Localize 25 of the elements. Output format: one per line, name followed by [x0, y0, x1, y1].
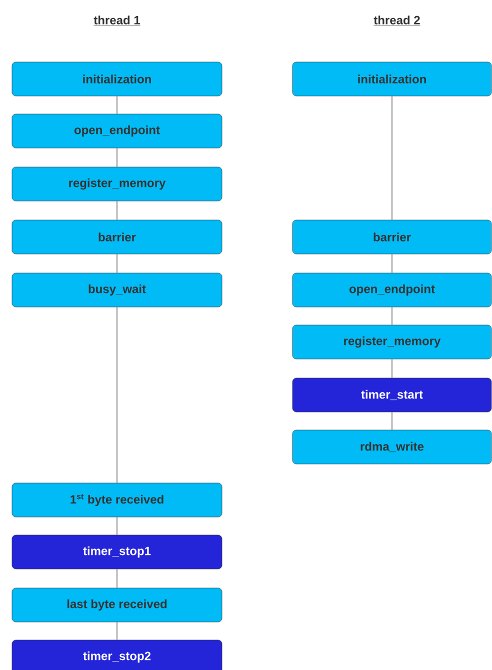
connector-line: [116, 306, 118, 484]
connector-line: [116, 622, 118, 640]
step-box: open_endpoint: [12, 114, 222, 148]
step-box: rdma_write: [292, 430, 492, 464]
connector-line: [116, 200, 118, 220]
step-box: timer_start: [292, 378, 492, 412]
column-heading: thread 1: [93, 16, 141, 26]
step-box: initialization: [12, 62, 222, 96]
step-box: 1$^{st}$ byte received: [12, 482, 222, 518]
step-box: register_memory: [12, 166, 222, 202]
connector-line: [116, 96, 118, 114]
connector-line: [116, 568, 118, 588]
connector-line: [116, 516, 118, 536]
step-box: timer_stop1: [12, 534, 222, 570]
step-box: barrier: [12, 220, 222, 254]
step-box: register_memory: [292, 324, 492, 360]
step-box: busy_wait: [12, 272, 222, 308]
step-box: initialization: [292, 62, 492, 96]
step-box: last byte received: [12, 588, 222, 622]
step-box: barrier: [292, 220, 492, 254]
step-box: timer_stop2: [12, 640, 222, 670]
connector-line: [116, 254, 118, 274]
step-box: open_endpoint: [292, 272, 492, 308]
connector-line: [116, 148, 118, 168]
column-heading: thread 2: [373, 16, 421, 26]
